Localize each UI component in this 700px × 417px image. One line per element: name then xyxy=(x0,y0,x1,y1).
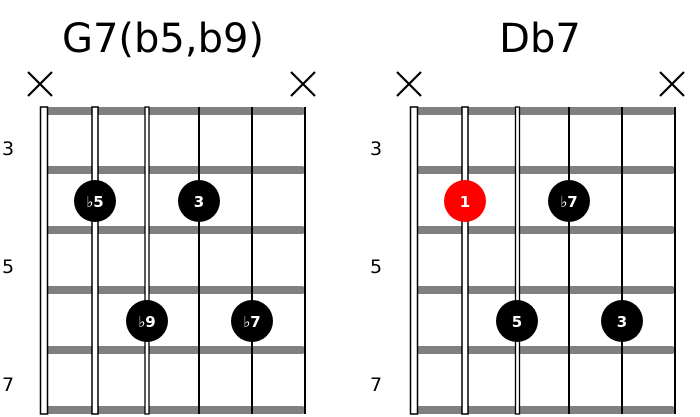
svg-text:5: 5 xyxy=(512,313,522,331)
mute-x-icon xyxy=(290,71,316,97)
fret-line xyxy=(414,107,675,115)
mute-x-icon xyxy=(659,71,685,97)
string-4 xyxy=(144,106,150,415)
strings xyxy=(39,106,306,415)
svg-text:♭7: ♭7 xyxy=(560,193,578,211)
string-6 xyxy=(39,106,49,415)
note-dot: 5 xyxy=(496,300,538,342)
note-dot: 3 xyxy=(601,300,643,342)
note-dot: 3 xyxy=(178,180,220,222)
frets xyxy=(414,107,675,414)
fret-line xyxy=(414,406,675,414)
fret-number: 5 xyxy=(370,256,382,278)
fret-number: 5 xyxy=(2,256,14,278)
fret-line xyxy=(414,346,675,354)
string-5 xyxy=(91,106,99,415)
svg-text:1: 1 xyxy=(460,193,470,211)
svg-text:3: 3 xyxy=(194,193,204,211)
note-dot: ♭7 xyxy=(231,300,273,342)
string-4 xyxy=(514,106,521,415)
fret-line xyxy=(44,166,305,174)
note-dot: ♭9 xyxy=(126,300,168,342)
svg-text:♭5: ♭5 xyxy=(86,193,104,211)
fret-line xyxy=(414,226,675,234)
fret-line xyxy=(44,406,305,414)
fret-line xyxy=(44,226,305,234)
string-6 xyxy=(409,106,419,415)
svg-text:♭9: ♭9 xyxy=(138,313,156,331)
chord-diagram-right: Db7 3 5 7 1 xyxy=(370,16,685,415)
svg-text:3: 3 xyxy=(617,313,627,331)
string-5 xyxy=(461,106,469,415)
frets xyxy=(44,107,305,414)
mute-x-icon xyxy=(27,71,53,97)
fret-number: 7 xyxy=(370,374,382,396)
fret-line xyxy=(44,107,305,115)
mute-x-icon xyxy=(396,71,422,97)
fret-line xyxy=(44,346,305,354)
fret-number: 3 xyxy=(370,138,382,160)
fret-line xyxy=(414,166,675,174)
fret-number: 3 xyxy=(2,138,14,160)
fret-number: 7 xyxy=(2,374,14,396)
note-dot: ♭5 xyxy=(74,180,116,222)
chord-diagram-left: G7(b5,b9) 3 5 7 xyxy=(2,16,316,415)
chord-title: G7(b5,b9) xyxy=(62,16,264,62)
root-note-dot: 1 xyxy=(444,180,486,222)
strings xyxy=(409,106,676,415)
note-dot: ♭7 xyxy=(548,180,590,222)
fret-line xyxy=(44,286,305,294)
chord-title: Db7 xyxy=(499,16,581,62)
svg-text:♭7: ♭7 xyxy=(243,313,261,331)
fret-line xyxy=(414,286,675,294)
